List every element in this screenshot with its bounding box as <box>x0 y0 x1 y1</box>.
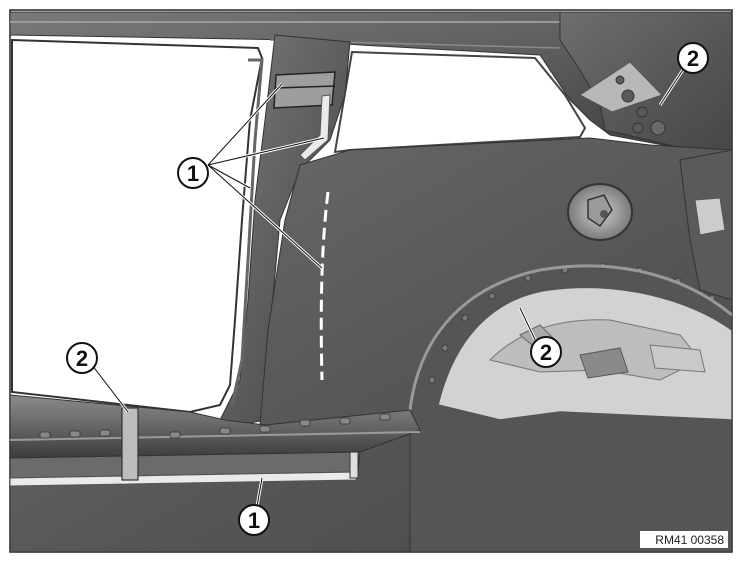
section-band-b-pillar <box>273 71 336 109</box>
section-band-upper-right <box>579 61 663 113</box>
rear-side-window-opening <box>333 50 587 154</box>
arch-rivets <box>428 262 716 384</box>
reference-code: RM41 00358 <box>655 533 724 547</box>
leader-lines <box>91 61 689 519</box>
svg-text:2: 2 <box>687 46 699 71</box>
svg-text:2: 2 <box>540 340 552 365</box>
svg-text:1: 1 <box>187 161 199 186</box>
callout-2-wheel: 2 <box>530 336 562 368</box>
callout-2-left: 2 <box>66 342 98 374</box>
dashed-cut-line <box>319 191 330 381</box>
callout-2-upper-right: 2 <box>677 42 709 74</box>
svg-text:1: 1 <box>248 508 260 533</box>
section-band-sill <box>121 407 139 481</box>
callout-1-lower: 1 <box>238 504 270 536</box>
reference-code-bg <box>640 531 728 548</box>
door-opening <box>11 38 264 414</box>
callout-1-upper: 1 <box>177 157 209 189</box>
svg-text:2: 2 <box>76 346 88 371</box>
